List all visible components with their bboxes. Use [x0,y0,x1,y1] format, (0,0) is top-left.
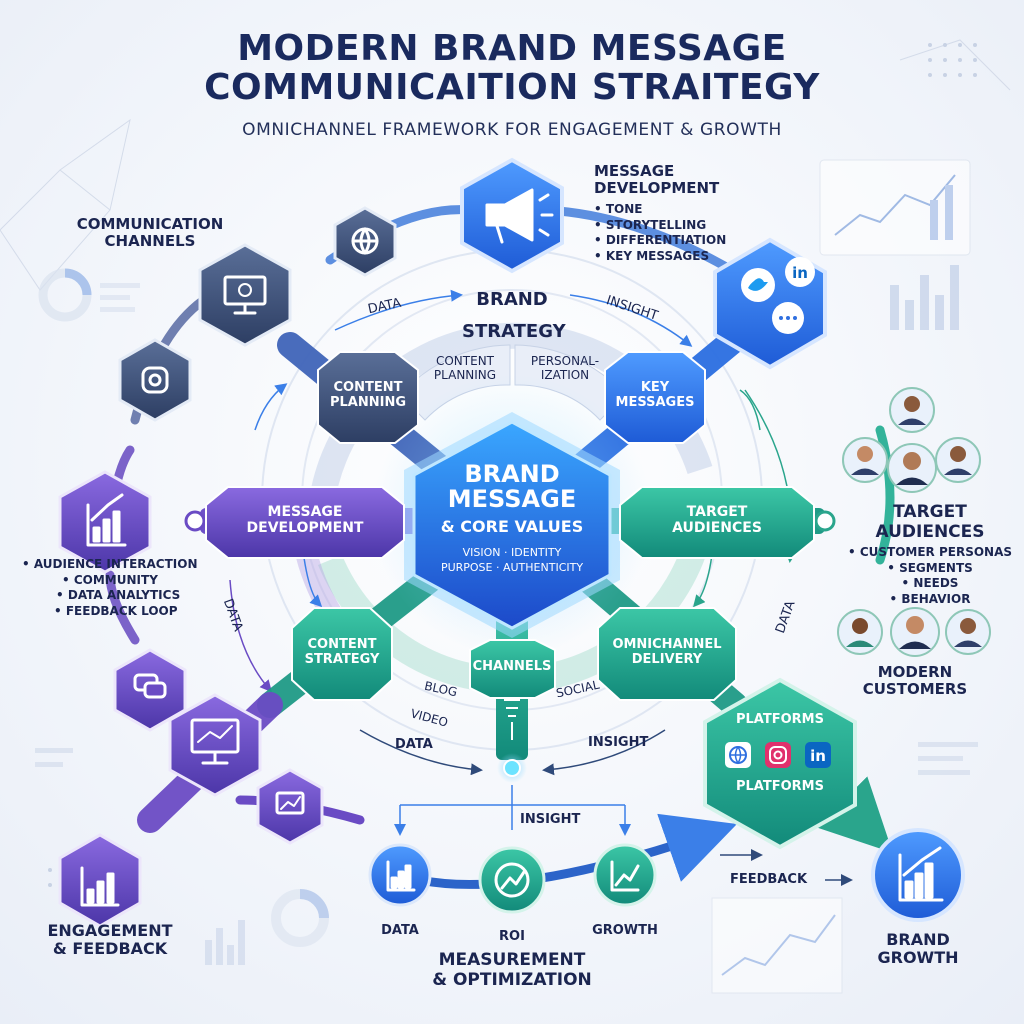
decor-chart-bottom-right [711,897,843,994]
center-title: BRAND MESSAGE [447,460,577,514]
megaphone-icon [485,188,554,244]
title-line-1: MODERN BRAND MESSAGE [237,28,787,69]
message-development-list: TONE STORYTELLING DIFFERENTIATION KEY ME… [594,202,726,264]
flow-label-insight-bottom: INSIGHT [588,735,649,750]
decor-donut-bottom [205,889,329,965]
title-line-2: COMMUNICAITION STRAITEGY [204,66,820,108]
platform-icons: in [725,742,831,768]
decor-network [0,39,1011,291]
svg-text:in: in [810,747,826,765]
chart-icon [80,866,120,907]
icon-glyphs [80,188,944,907]
flow-arrows [229,289,853,886]
flow-label-insight-measure: INSIGHT [520,812,581,827]
center-subtitle: & CORE VALUES [440,517,584,536]
list-item: CUSTOMER PERSONAS [845,545,1015,561]
measurement-item-roi: ROI [499,929,525,944]
platforms-label-top: PLATFORMS [736,712,824,727]
decor-bars-right-mid [35,742,978,775]
node-channels: CHANNELS [472,659,552,674]
monitor-icon [190,718,240,765]
list-item: BEHAVIOR [845,592,1015,608]
twitter-icon [741,268,775,302]
social-bubbles: in [741,257,815,334]
brand-strategy-line1: BRAND [476,289,548,310]
roi-icon [494,862,530,898]
person-icon [935,437,981,483]
decor-chart-top-right [819,159,971,256]
person-icon [887,443,937,493]
message-development-heading: MESSAGE DEVELOPMENT [594,162,720,198]
instagram-icon [769,746,787,764]
target-audiences-list: CUSTOMER PERSONAS SEGMENTS NEEDS BEHAVIO… [845,545,1015,607]
node-shapes [205,351,815,701]
person-icon [945,609,991,655]
chat-icon [133,673,167,699]
person-icon [889,387,935,433]
list-item: DIFFERENTIATION [594,233,726,249]
inner-segment-personalization: PERSONAL-IZATION [530,354,600,382]
monitor-icon [223,275,267,315]
measurement-item-data: DATA [381,923,419,938]
brand-strategy-line2: STRATEGY [462,321,566,342]
list-item: DATA ANALYTICS [22,588,198,604]
communication-channels-label: COMMUNICATION CHANNELS [76,215,224,251]
person-icon [842,437,888,483]
chart-icon [275,791,305,815]
flow-label-feedback: FEEDBACK [730,872,808,887]
svg-text:in: in [792,264,808,282]
engagement-feedback-label: ENGAGEMENT& FEEDBACK [47,921,173,959]
decor-dots [48,43,977,887]
list-item: SEGMENTS [845,561,1015,577]
chart-icon [610,860,640,892]
flow-label-data-bottom: DATA [395,737,433,752]
list-item: NEEDS [845,576,1015,592]
list-item: AUDIENCE INTERACTION [22,557,198,573]
globe-icon [729,746,747,765]
measurement-item-growth: GROWTH [592,923,658,938]
chart-icon [386,860,416,892]
platforms-label-bottom: PLATFORMS [736,779,824,794]
list-item: FEEDBACK LOOP [22,604,198,620]
chart-icon [86,493,127,547]
decor-chart-right [890,265,959,330]
list-item: COMMUNITY [22,573,198,589]
page-title: MODERN BRAND MESSAGE COMMUNICAITION STRA… [0,28,1024,108]
instagram-icon [141,366,169,394]
center-values: VISION · IDENTITY PURPOSE · AUTHENTICITY [440,546,584,574]
person-icon [837,609,883,655]
linkedin-icon: in [785,257,815,287]
person-icon [890,607,940,657]
list-item: STORYTELLING [594,218,726,234]
center-hexagon [404,412,620,638]
globe-icon [351,227,379,255]
chat-icon [772,302,804,334]
avatars [837,387,991,657]
list-item: KEY MESSAGES [594,249,726,265]
measurement-heading: MEASUREMENT& OPTIMIZATION [432,950,592,990]
list-item: TONE [594,202,726,218]
decor-donut-left [38,268,140,322]
page-subtitle: OMNICHANNEL FRAMEWORK FOR ENGAGEMENT & G… [242,120,782,140]
chart-icon [898,846,944,902]
engagement-list: AUDIENCE INTERACTION COMMUNITY DATA ANAL… [22,557,198,619]
linkedin-icon: in [810,747,826,765]
